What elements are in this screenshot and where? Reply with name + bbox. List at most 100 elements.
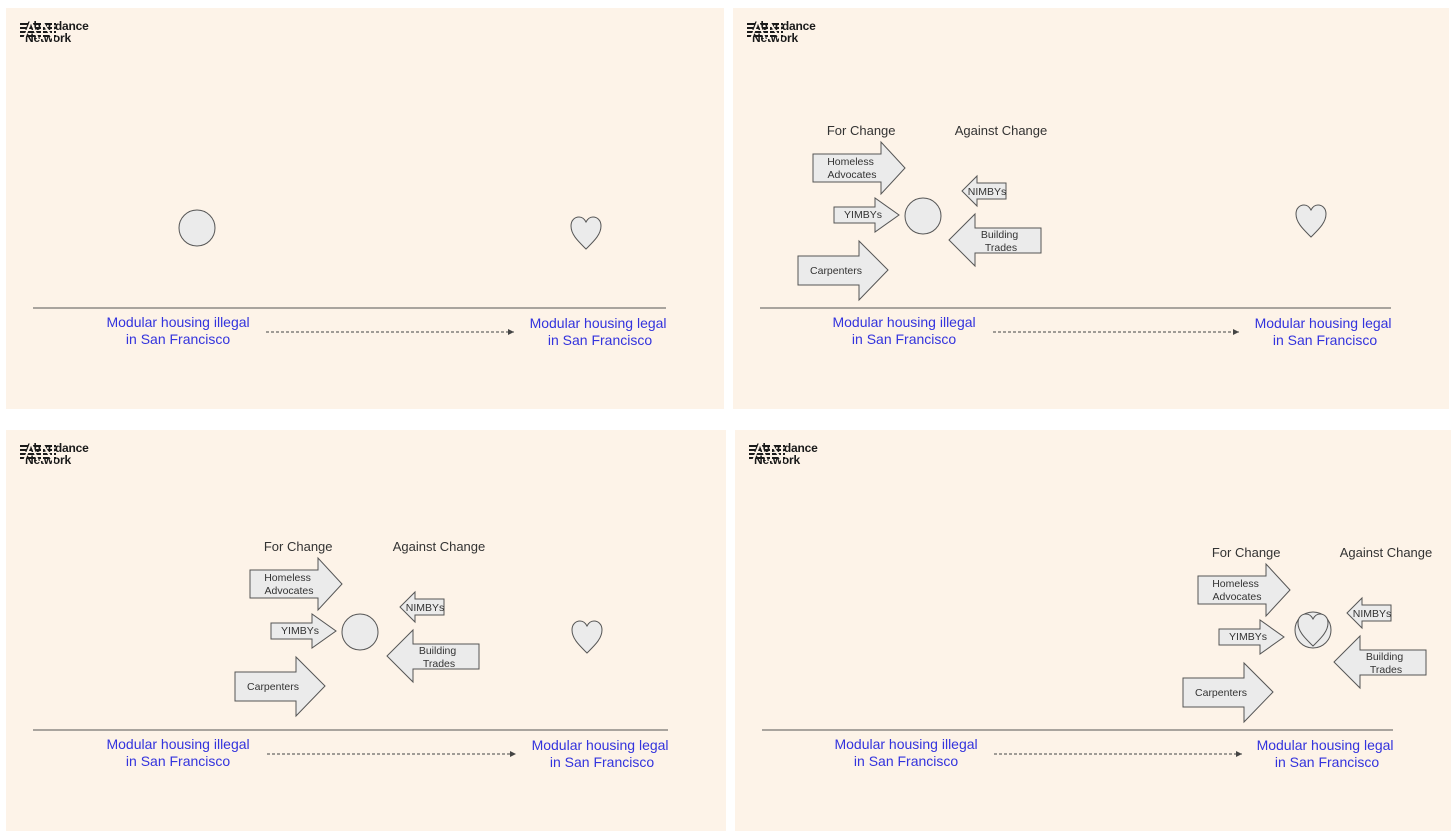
heart-icon — [1297, 613, 1329, 647]
arrow-right-icon — [812, 140, 906, 196]
svg-text:Carpenters: Carpenters — [1195, 687, 1247, 699]
diagram-canvas: For Change Against Change Homeless Advoc… — [760, 123, 1395, 348]
force-carpenters: Carpenters — [810, 265, 862, 277]
panel-3: For Change Against Change Homeless Advoc… — [6, 430, 726, 831]
for-change-heading: For Change — [1212, 545, 1281, 560]
arrow-right-icon — [234, 655, 326, 718]
arrow-right-icon — [249, 556, 343, 612]
axis-left-label: in San Francisco — [854, 753, 958, 769]
svg-text:Homeless Advocates: Homeless Advocates — [1212, 578, 1262, 603]
svg-text:Building Trades: Building Trades — [981, 229, 1021, 254]
axis-left-label: in San Francisco — [126, 331, 230, 347]
arrow-left-icon — [1333, 634, 1427, 690]
for-change-heading: For Change — [827, 123, 896, 138]
panel-4: For Change Against Change Homeless Advoc… — [735, 430, 1451, 831]
arrow-left-icon — [1346, 596, 1392, 630]
force-nimbys: NIMBYs — [968, 186, 1007, 198]
arrow-right-icon — [1197, 562, 1291, 618]
axis-left-label: in San Francisco — [852, 331, 956, 347]
arrow-left-icon — [386, 628, 480, 684]
circle-icon — [904, 197, 942, 235]
force-building-trades: Building — [419, 645, 457, 657]
force-nimbys: NIMBYs — [406, 602, 445, 614]
svg-text:Modular housing illegal: Modular housing illegal in San Francisco… — [832, 314, 1395, 348]
axis-right-label: Modular housing legal — [1257, 737, 1394, 753]
panel-1: Modular housing illegal in San Francisco… — [6, 8, 724, 409]
svg-text:For Change Against Chang: For Change Against Change — [264, 539, 485, 554]
for-change-heading: For Change — [264, 539, 333, 554]
axis-right-label: Modular housing legal — [1255, 315, 1392, 331]
force-building-trades: Building — [981, 229, 1019, 241]
force-yimbys: YIMBYs — [844, 209, 882, 221]
against-change-heading: Against Change — [1340, 545, 1433, 560]
svg-text:YIMBYs: YIMBYs — [844, 209, 882, 221]
logo-mark-icon — [747, 20, 783, 40]
heart-icon — [571, 620, 603, 654]
against-change-heading: Against Change — [393, 539, 486, 554]
diagram-canvas: For Change Against Change Homeless Advoc… — [33, 539, 672, 770]
svg-text:Homeless Advocates: Homeless Advocates — [264, 572, 314, 597]
svg-text:Homeless Advocates: Homeless Advocates — [827, 156, 877, 181]
svg-text:NIMBYs: NIMBYs — [1353, 608, 1392, 620]
logo-mark-icon — [20, 20, 56, 40]
force-carpenters: Carpenters — [247, 681, 299, 693]
svg-text:Building Trades: Building Trades — [1366, 651, 1406, 676]
svg-text:YIMBYs: YIMBYs — [1229, 631, 1267, 643]
logo-mark-icon — [749, 442, 785, 462]
force-homeless: Advocates — [827, 169, 876, 181]
force-homeless: Homeless — [827, 156, 874, 168]
force-yimbys: YIMBYs — [281, 625, 319, 637]
svg-text:NIMBYs: NIMBYs — [968, 186, 1007, 198]
force-homeless: Homeless — [264, 572, 311, 584]
svg-text:YIMBYs: YIMBYs — [281, 625, 319, 637]
panel-2: For Change Against Change Homeless Advoc… — [733, 8, 1449, 409]
circle-icon — [341, 613, 379, 651]
force-homeless: Advocates — [264, 585, 313, 597]
arrow-left-icon — [961, 174, 1007, 208]
axis-right-label: in San Francisco — [1275, 754, 1379, 770]
axis-right-label: in San Francisco — [1273, 332, 1377, 348]
svg-text:For Change Against Chang: For Change Against Change — [1212, 545, 1432, 560]
svg-text:Carpenters: Carpenters — [810, 265, 862, 277]
diagram-canvas: Modular housing illegal in San Francisco… — [33, 209, 670, 348]
axis-left-label: in San Francisco — [126, 753, 230, 769]
axis-left-label: Modular housing illegal — [834, 736, 977, 752]
force-building-trades: Trades — [423, 658, 455, 670]
axis-right-label: in San Francisco — [550, 754, 654, 770]
against-change-heading: Against Change — [955, 123, 1048, 138]
arrow-left-icon — [948, 212, 1042, 268]
force-yimbys: YIMBYs — [1229, 631, 1267, 643]
axis-right-label: in San Francisco — [548, 332, 652, 348]
axis-left-label: Modular housing illegal — [106, 736, 249, 752]
arrow-right-icon — [1218, 619, 1285, 655]
svg-text:NIMBYs: NIMBYs — [406, 602, 445, 614]
svg-text:Modular housing illegal: Modular housing illegal in San Francisco… — [106, 736, 672, 770]
brand-logo: Abundance Network — [749, 442, 818, 466]
arrow-right-icon — [1182, 661, 1274, 724]
logo-mark-icon — [20, 442, 56, 462]
circle-icon — [178, 209, 216, 247]
arrow-right-icon — [797, 239, 889, 302]
brand-logo: Abundance Network — [20, 442, 89, 466]
svg-text:Modular housing illegal: Modular housing illegal in San Francisco… — [106, 314, 670, 348]
force-building-trades: Trades — [1370, 664, 1402, 676]
force-building-trades: Trades — [985, 242, 1017, 254]
brand-logo: Abundance Network — [747, 20, 816, 44]
svg-text:Carpenters: Carpenters — [247, 681, 299, 693]
axis-left-label: Modular housing illegal — [106, 314, 249, 330]
diagram-canvas: For Change Against Change Homeless Advoc… — [762, 545, 1432, 770]
force-homeless: Homeless — [1212, 578, 1259, 590]
arrow-right-icon — [270, 613, 337, 649]
svg-text:Building Trades: Building Trades — [419, 645, 459, 670]
arrow-right-icon — [833, 197, 900, 233]
axis-right-label: Modular housing legal — [530, 315, 667, 331]
force-nimbys: NIMBYs — [1353, 608, 1392, 620]
svg-text:Modular housing illegal: Modular housing illegal in San Francisco… — [834, 736, 1397, 770]
heart-icon — [1295, 204, 1327, 238]
axis-left-label: Modular housing illegal — [832, 314, 975, 330]
brand-logo: Abundance Network — [20, 20, 89, 44]
force-carpenters: Carpenters — [1195, 687, 1247, 699]
force-building-trades: Building — [1366, 651, 1404, 663]
svg-text:For Change Against Chang: For Change Against Change — [827, 123, 1047, 138]
heart-icon — [570, 216, 602, 250]
